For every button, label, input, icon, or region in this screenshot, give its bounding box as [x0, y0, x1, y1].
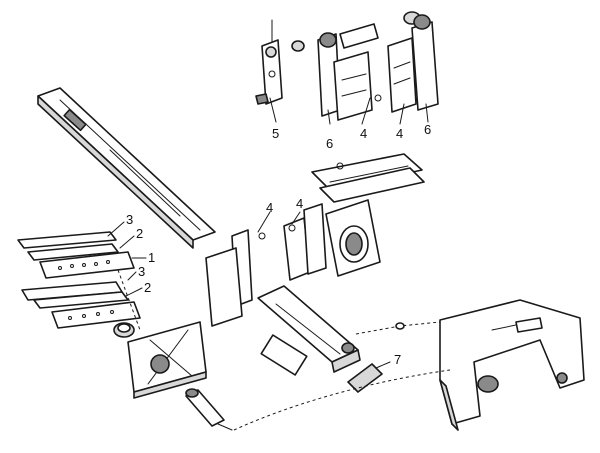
- callout-6: 6: [326, 136, 333, 151]
- callout-labels: 5 6 4 4 6 4 4 3 2 1 3 2 7: [126, 122, 431, 367]
- plate-stack-lower: [21, 281, 141, 329]
- top-side-plate-right: [374, 14, 439, 113]
- callout-3: 3: [138, 264, 145, 279]
- callout-3: 3: [126, 212, 133, 227]
- plate-stack-upper: [17, 231, 135, 279]
- main-frame: [439, 299, 585, 431]
- mid-side-plates: [205, 203, 327, 327]
- bushing: [113, 322, 135, 338]
- slide-frame: [257, 285, 361, 376]
- callout-2: 2: [144, 280, 151, 295]
- callout-6: 6: [424, 122, 431, 137]
- pad-7: [347, 363, 383, 393]
- leader-lines: [107, 97, 429, 369]
- callout-4: 4: [266, 200, 273, 215]
- callout-7: 7: [394, 352, 401, 367]
- long-rail: [37, 87, 216, 249]
- callout-4: 4: [360, 126, 367, 141]
- assembly-guide-lines: [117, 269, 451, 431]
- track-plate: [311, 153, 425, 203]
- callout-4: 4: [296, 196, 303, 211]
- callout-5: 5: [272, 126, 279, 141]
- callout-4: 4: [396, 126, 403, 141]
- top-side-plate-left: [317, 32, 373, 121]
- mounting-plate: [127, 321, 207, 399]
- callout-1: 1: [148, 250, 155, 265]
- callout-2: 2: [136, 226, 143, 241]
- top-bracket-left: [255, 19, 283, 105]
- clamp-ring: [325, 199, 381, 277]
- cylinder: [185, 388, 233, 431]
